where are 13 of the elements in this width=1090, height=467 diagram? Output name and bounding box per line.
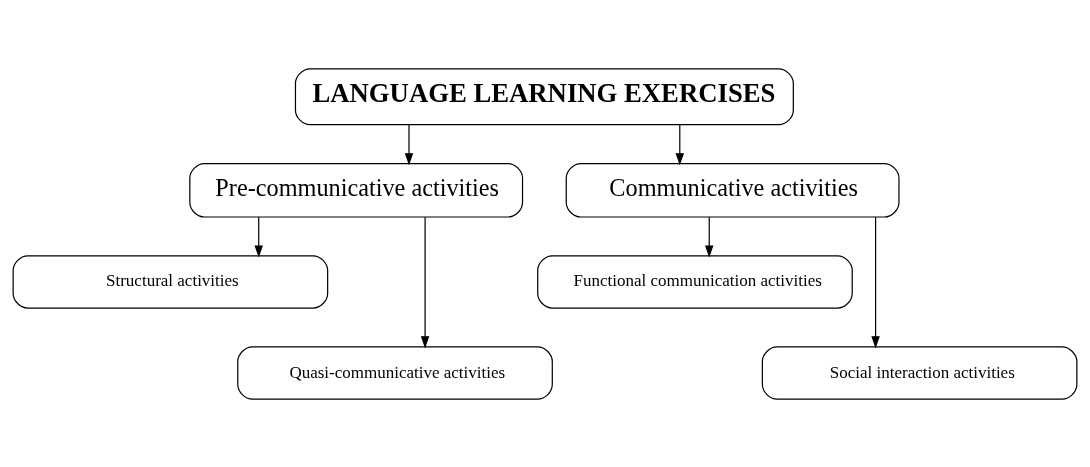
arrow [871,216,880,348]
arrow [704,216,714,258]
node-box: Structural activities [12,254,329,309]
node-box: Pre-communicative activities [189,162,524,218]
arrow [675,123,685,165]
arrow [404,123,414,165]
node-box: Quasi-communicative activities [237,345,553,400]
arrow [420,216,430,348]
node-box: LANGUAGE LEARNING EXERCISES [294,67,794,125]
node-box: Communicative activities [565,162,900,218]
node-box: Social interaction activities [761,345,1078,400]
node-box: Functional communication activities [537,254,853,309]
arrow [254,216,263,258]
